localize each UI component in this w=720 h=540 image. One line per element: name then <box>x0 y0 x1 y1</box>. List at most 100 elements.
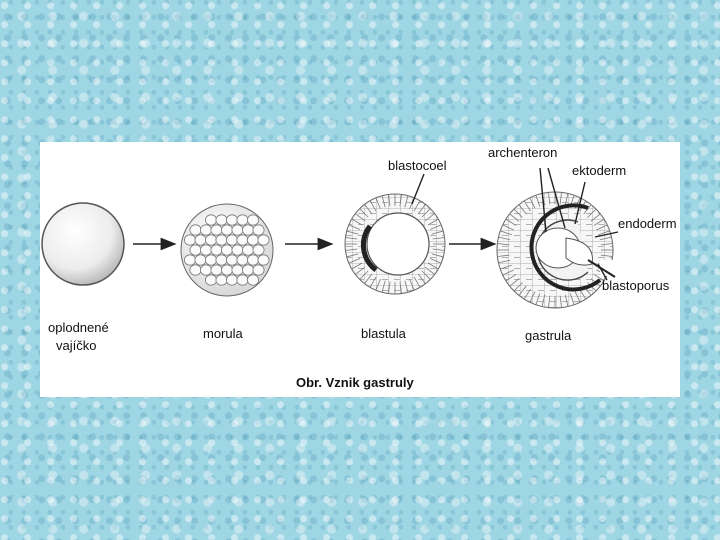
morula-cell <box>199 264 212 276</box>
cell-wall <box>359 270 369 280</box>
cell-wall <box>431 253 444 258</box>
morula-cell <box>220 264 233 276</box>
morula-cell <box>204 254 217 266</box>
label-endoderm: endoderm <box>618 216 677 231</box>
cell-wall <box>421 270 431 280</box>
cell-wall <box>351 262 363 270</box>
morula-cell <box>231 244 244 256</box>
morula-cell <box>225 234 238 246</box>
morula-cell <box>183 234 196 246</box>
morula-cell <box>220 224 233 236</box>
morula-cell <box>236 254 249 266</box>
cell-wall <box>375 278 381 291</box>
morula-cell <box>225 274 238 286</box>
cell-wall <box>432 237 445 240</box>
morula-cell <box>183 254 196 266</box>
cell-wall <box>548 192 551 205</box>
cell-wall <box>590 213 601 222</box>
blastula <box>344 193 446 295</box>
cell-wall <box>502 224 514 231</box>
cell-wall <box>513 282 523 292</box>
cell-wall <box>502 269 514 276</box>
cell-wall <box>345 248 358 251</box>
morula-cell <box>257 254 270 266</box>
morula-cell <box>215 234 228 246</box>
cell-wall <box>523 288 531 300</box>
label-blastocoel: blastocoel <box>388 158 447 173</box>
cell-wall <box>375 197 381 210</box>
morula-cell <box>252 224 265 236</box>
cell-wall <box>574 291 581 303</box>
cell-wall <box>355 213 366 222</box>
cell-wall <box>593 218 605 226</box>
morula-cell <box>252 244 265 256</box>
cell-wall <box>431 230 444 235</box>
cell-wall <box>569 293 575 305</box>
cell-wall <box>359 208 369 218</box>
cell-wall <box>513 208 523 218</box>
morula-cell <box>241 264 254 276</box>
label-blastoporus: blastoporus <box>602 278 670 293</box>
morula-cell <box>189 244 202 256</box>
cell-wall <box>518 285 527 296</box>
cell-wall <box>399 281 402 294</box>
cell-wall <box>346 253 359 258</box>
cell-wall <box>348 258 361 264</box>
cell-wall <box>348 224 361 230</box>
morula-cell <box>246 274 259 286</box>
cell-wall <box>355 266 366 275</box>
morula-cell <box>236 214 249 226</box>
cell-wall <box>500 230 512 236</box>
cell-wall <box>587 208 597 218</box>
cell-wall <box>518 204 527 215</box>
cell-wall <box>509 278 520 287</box>
morula <box>180 203 274 297</box>
cell-wall <box>427 262 439 270</box>
cell-wall <box>498 259 511 264</box>
diagram-panel: oplodnené vajíčko morula blastula gastru… <box>40 142 680 397</box>
morula-cell <box>236 234 249 246</box>
gastrulation-diagram: oplodnené vajíčko morula blastula gastru… <box>41 145 677 390</box>
label-egg-line2: vajíčko <box>56 338 96 353</box>
cell-wall <box>564 294 569 307</box>
morula-cell <box>210 244 223 256</box>
cell-wall <box>548 295 551 308</box>
morula-cell <box>189 224 202 236</box>
cell-wall <box>600 243 613 246</box>
cell-wall <box>424 266 435 275</box>
cell-wall <box>498 236 511 241</box>
cell-wall <box>599 236 612 241</box>
cell-wall <box>417 273 426 284</box>
morula-cell <box>204 214 217 226</box>
gastrula <box>496 191 616 309</box>
morula-cell <box>194 234 207 246</box>
cell-wall <box>369 276 377 288</box>
cell-wall <box>529 197 536 209</box>
morula-cell <box>241 244 254 256</box>
cell-wall <box>505 274 517 282</box>
label-ektoderm: ektoderm <box>572 163 626 178</box>
cell-wall <box>509 213 520 222</box>
morula-cell <box>246 214 259 226</box>
morula-cell <box>236 274 249 286</box>
morula-cell <box>199 244 212 256</box>
figure-caption: Obr. Vznik gastruly <box>296 375 415 390</box>
morula-cell <box>257 234 270 246</box>
morula-cell <box>215 214 228 226</box>
cell-wall <box>596 224 608 231</box>
cell-wall <box>432 248 445 251</box>
morula-cell <box>194 254 207 266</box>
cell-wall <box>364 204 373 215</box>
label-archenteron: archenteron <box>488 145 557 160</box>
label-pointers <box>411 167 619 281</box>
morula-cell <box>241 224 254 236</box>
cell-wall <box>381 195 386 208</box>
morula-cell <box>252 264 265 276</box>
morula-cell <box>210 264 223 276</box>
cell-wall <box>399 194 402 207</box>
cell-wall <box>421 208 431 218</box>
cell-wall <box>404 280 409 293</box>
cell-wall <box>535 293 541 305</box>
cell-wall <box>529 291 536 303</box>
morula-cell <box>231 264 244 276</box>
